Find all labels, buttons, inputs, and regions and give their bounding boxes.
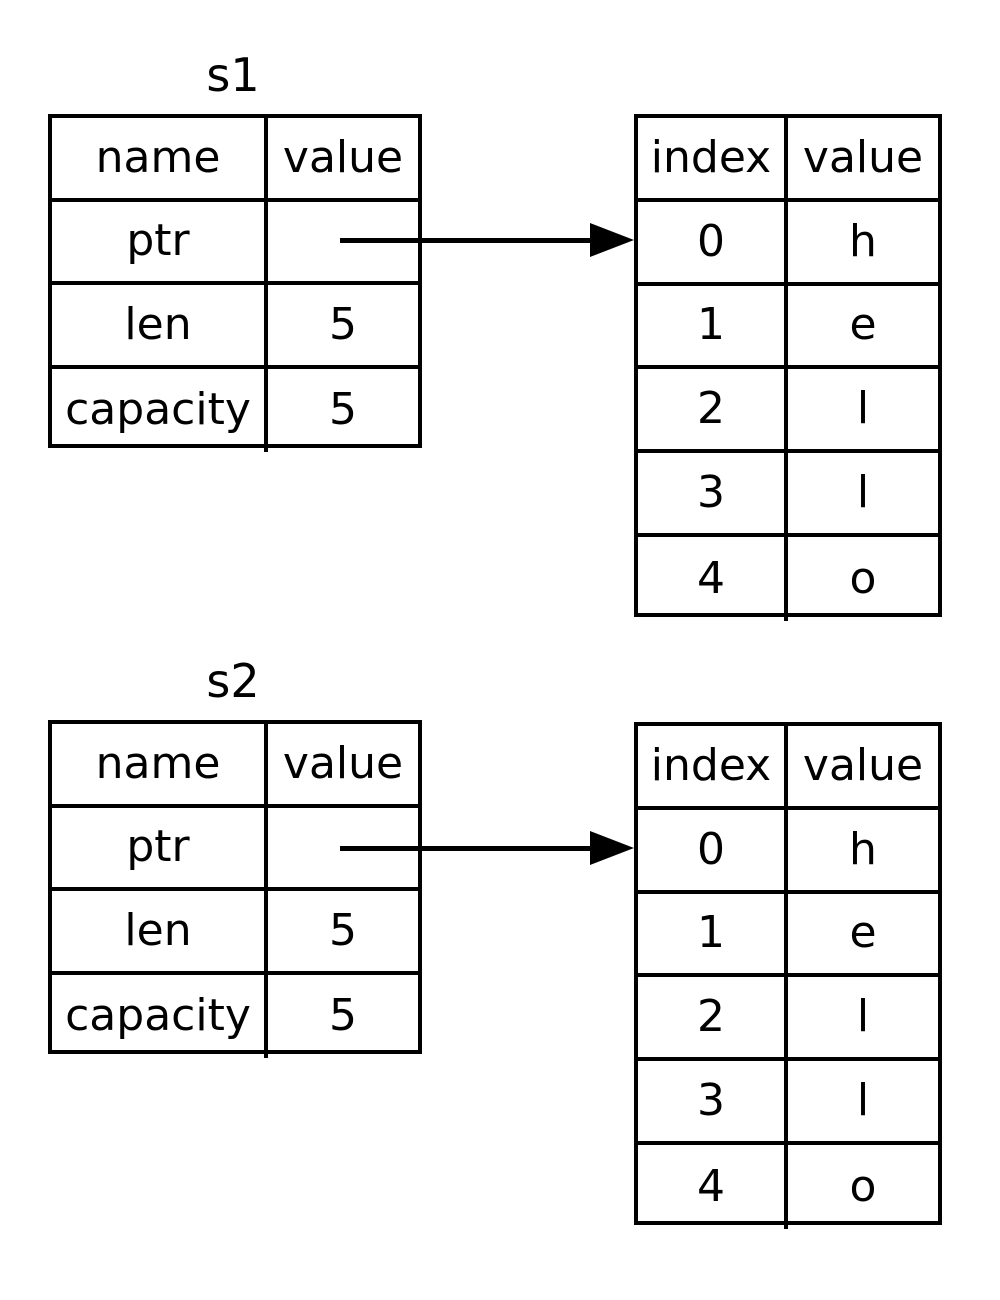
array-index-1: 1	[638, 893, 788, 974]
table-row: ptr	[52, 201, 418, 285]
field-name-capacity-text: capacity	[65, 384, 251, 436]
arrow-shaft	[340, 238, 592, 243]
column-header-name: name	[52, 118, 268, 198]
array-value-3: l	[856, 1075, 870, 1127]
array-value-4: o	[849, 552, 877, 604]
group-label-s1: s1	[206, 48, 260, 102]
array-value-2: l	[856, 991, 870, 1043]
pointer-arrow-s2	[340, 831, 634, 865]
table-row: 1 e	[638, 893, 938, 978]
array-index-0: 0	[638, 809, 788, 890]
arrow-head-icon	[590, 831, 634, 865]
table-row: capacity 5	[52, 974, 418, 1058]
array-table-s1: index value 0 h 1 e 2 l 3 l 4 o	[634, 114, 942, 621]
struct-table-s1: name value ptr len 5 capacity 5	[48, 114, 422, 452]
field-name-ptr: ptr	[52, 201, 268, 281]
table-row: capacity 5	[52, 368, 418, 452]
array-value-1: e	[849, 299, 877, 351]
field-name-len: len	[52, 285, 268, 365]
field-value-capacity: 5	[329, 384, 357, 436]
column-header-value: value	[788, 726, 938, 806]
table-row: len 5	[52, 891, 418, 975]
array-index-2: 2	[638, 977, 788, 1058]
column-header-value: value	[788, 118, 938, 198]
field-name-len: len	[52, 891, 268, 971]
array-index-4: 4	[638, 1144, 788, 1229]
array-value-0: h	[849, 215, 877, 267]
table-row: 0 h	[638, 809, 938, 894]
table-header-row: name value	[52, 118, 418, 202]
table-row: 4 o	[638, 536, 938, 621]
array-value-3: l	[856, 467, 870, 519]
table-row: 2 l	[638, 977, 938, 1062]
array-index-0: 0	[638, 201, 788, 282]
array-index-4: 4	[638, 536, 788, 621]
table-row: 0 h	[638, 201, 938, 286]
column-header-value-text: value	[282, 131, 404, 183]
field-name-capacity: capacity	[52, 974, 268, 1058]
array-value-1: e	[849, 907, 877, 959]
array-value-2: l	[856, 383, 870, 435]
column-header-index-text: index	[650, 131, 772, 183]
table-row: len 5	[52, 285, 418, 369]
field-name-ptr: ptr	[52, 807, 268, 887]
table-row: 3 l	[638, 453, 938, 537]
column-header-index: index	[638, 726, 788, 806]
table-row: 2 l	[638, 369, 938, 454]
array-index-2: 2	[638, 369, 788, 450]
struct-table-s2: name value ptr len 5 capacity 5	[48, 720, 422, 1058]
group-label-s2: s2	[206, 654, 260, 708]
array-index-3: 3	[638, 1061, 788, 1141]
field-name-capacity-text: capacity	[65, 990, 251, 1042]
column-header-value: value	[268, 724, 418, 804]
table-row: 3 l	[638, 1061, 938, 1145]
field-name-capacity: capacity	[52, 368, 268, 452]
column-header-value-text: value	[802, 739, 924, 791]
table-row: ptr	[52, 807, 418, 891]
column-header-value: value	[268, 118, 418, 198]
array-index-1: 1	[638, 285, 788, 366]
column-header-index: index	[638, 118, 788, 198]
table-header-row: index value	[638, 726, 938, 810]
array-value-0: h	[849, 823, 877, 875]
arrow-head-icon	[590, 223, 634, 257]
pointer-arrow-s1	[340, 223, 634, 257]
table-row: 4 o	[638, 1144, 938, 1229]
array-value-4: o	[849, 1160, 877, 1212]
table-header-row: name value	[52, 724, 418, 808]
column-header-index-text: index	[650, 739, 772, 791]
table-header-row: index value	[638, 118, 938, 202]
column-header-value-text: value	[802, 131, 924, 183]
field-value-len: 5	[329, 904, 357, 956]
array-table-s2: index value 0 h 1 e 2 l 3 l 4 o	[634, 722, 942, 1229]
array-index-3: 3	[638, 453, 788, 533]
field-value-capacity: 5	[329, 990, 357, 1042]
column-header-value-text: value	[282, 737, 404, 789]
field-value-len: 5	[329, 298, 357, 350]
arrow-shaft	[340, 846, 592, 851]
column-header-name: name	[52, 724, 268, 804]
table-row: 1 e	[638, 285, 938, 370]
